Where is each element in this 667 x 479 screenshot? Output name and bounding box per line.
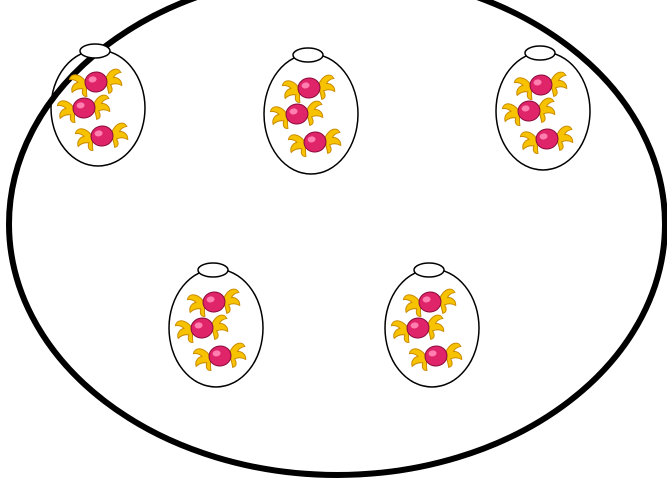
jars-group (51, 44, 590, 387)
candy-jar (496, 46, 590, 170)
jar-lid (80, 44, 110, 58)
candy-icon (75, 122, 130, 152)
candy-icon (391, 314, 446, 344)
candy-icon (282, 74, 337, 104)
candy-jar (51, 44, 145, 166)
jar-lid (414, 263, 444, 277)
candy-icon (288, 128, 343, 158)
candy-icon (514, 71, 569, 101)
candy-icon (270, 100, 325, 130)
jar-lid (198, 263, 228, 277)
candy-icon (187, 288, 242, 318)
candy-icon (409, 342, 464, 372)
candy-icon (193, 342, 248, 372)
candy-icon (403, 288, 458, 318)
jar-lid (293, 48, 323, 62)
candy-icon (520, 125, 575, 155)
candy-icon (175, 314, 230, 344)
candy-jar (264, 48, 358, 174)
jar-lid (525, 46, 555, 60)
candy-icon (57, 94, 112, 124)
candy-jar (385, 263, 479, 387)
candy-jar (169, 263, 263, 387)
set-boundary-ellipse (9, 0, 665, 475)
candy-icon (502, 97, 557, 127)
